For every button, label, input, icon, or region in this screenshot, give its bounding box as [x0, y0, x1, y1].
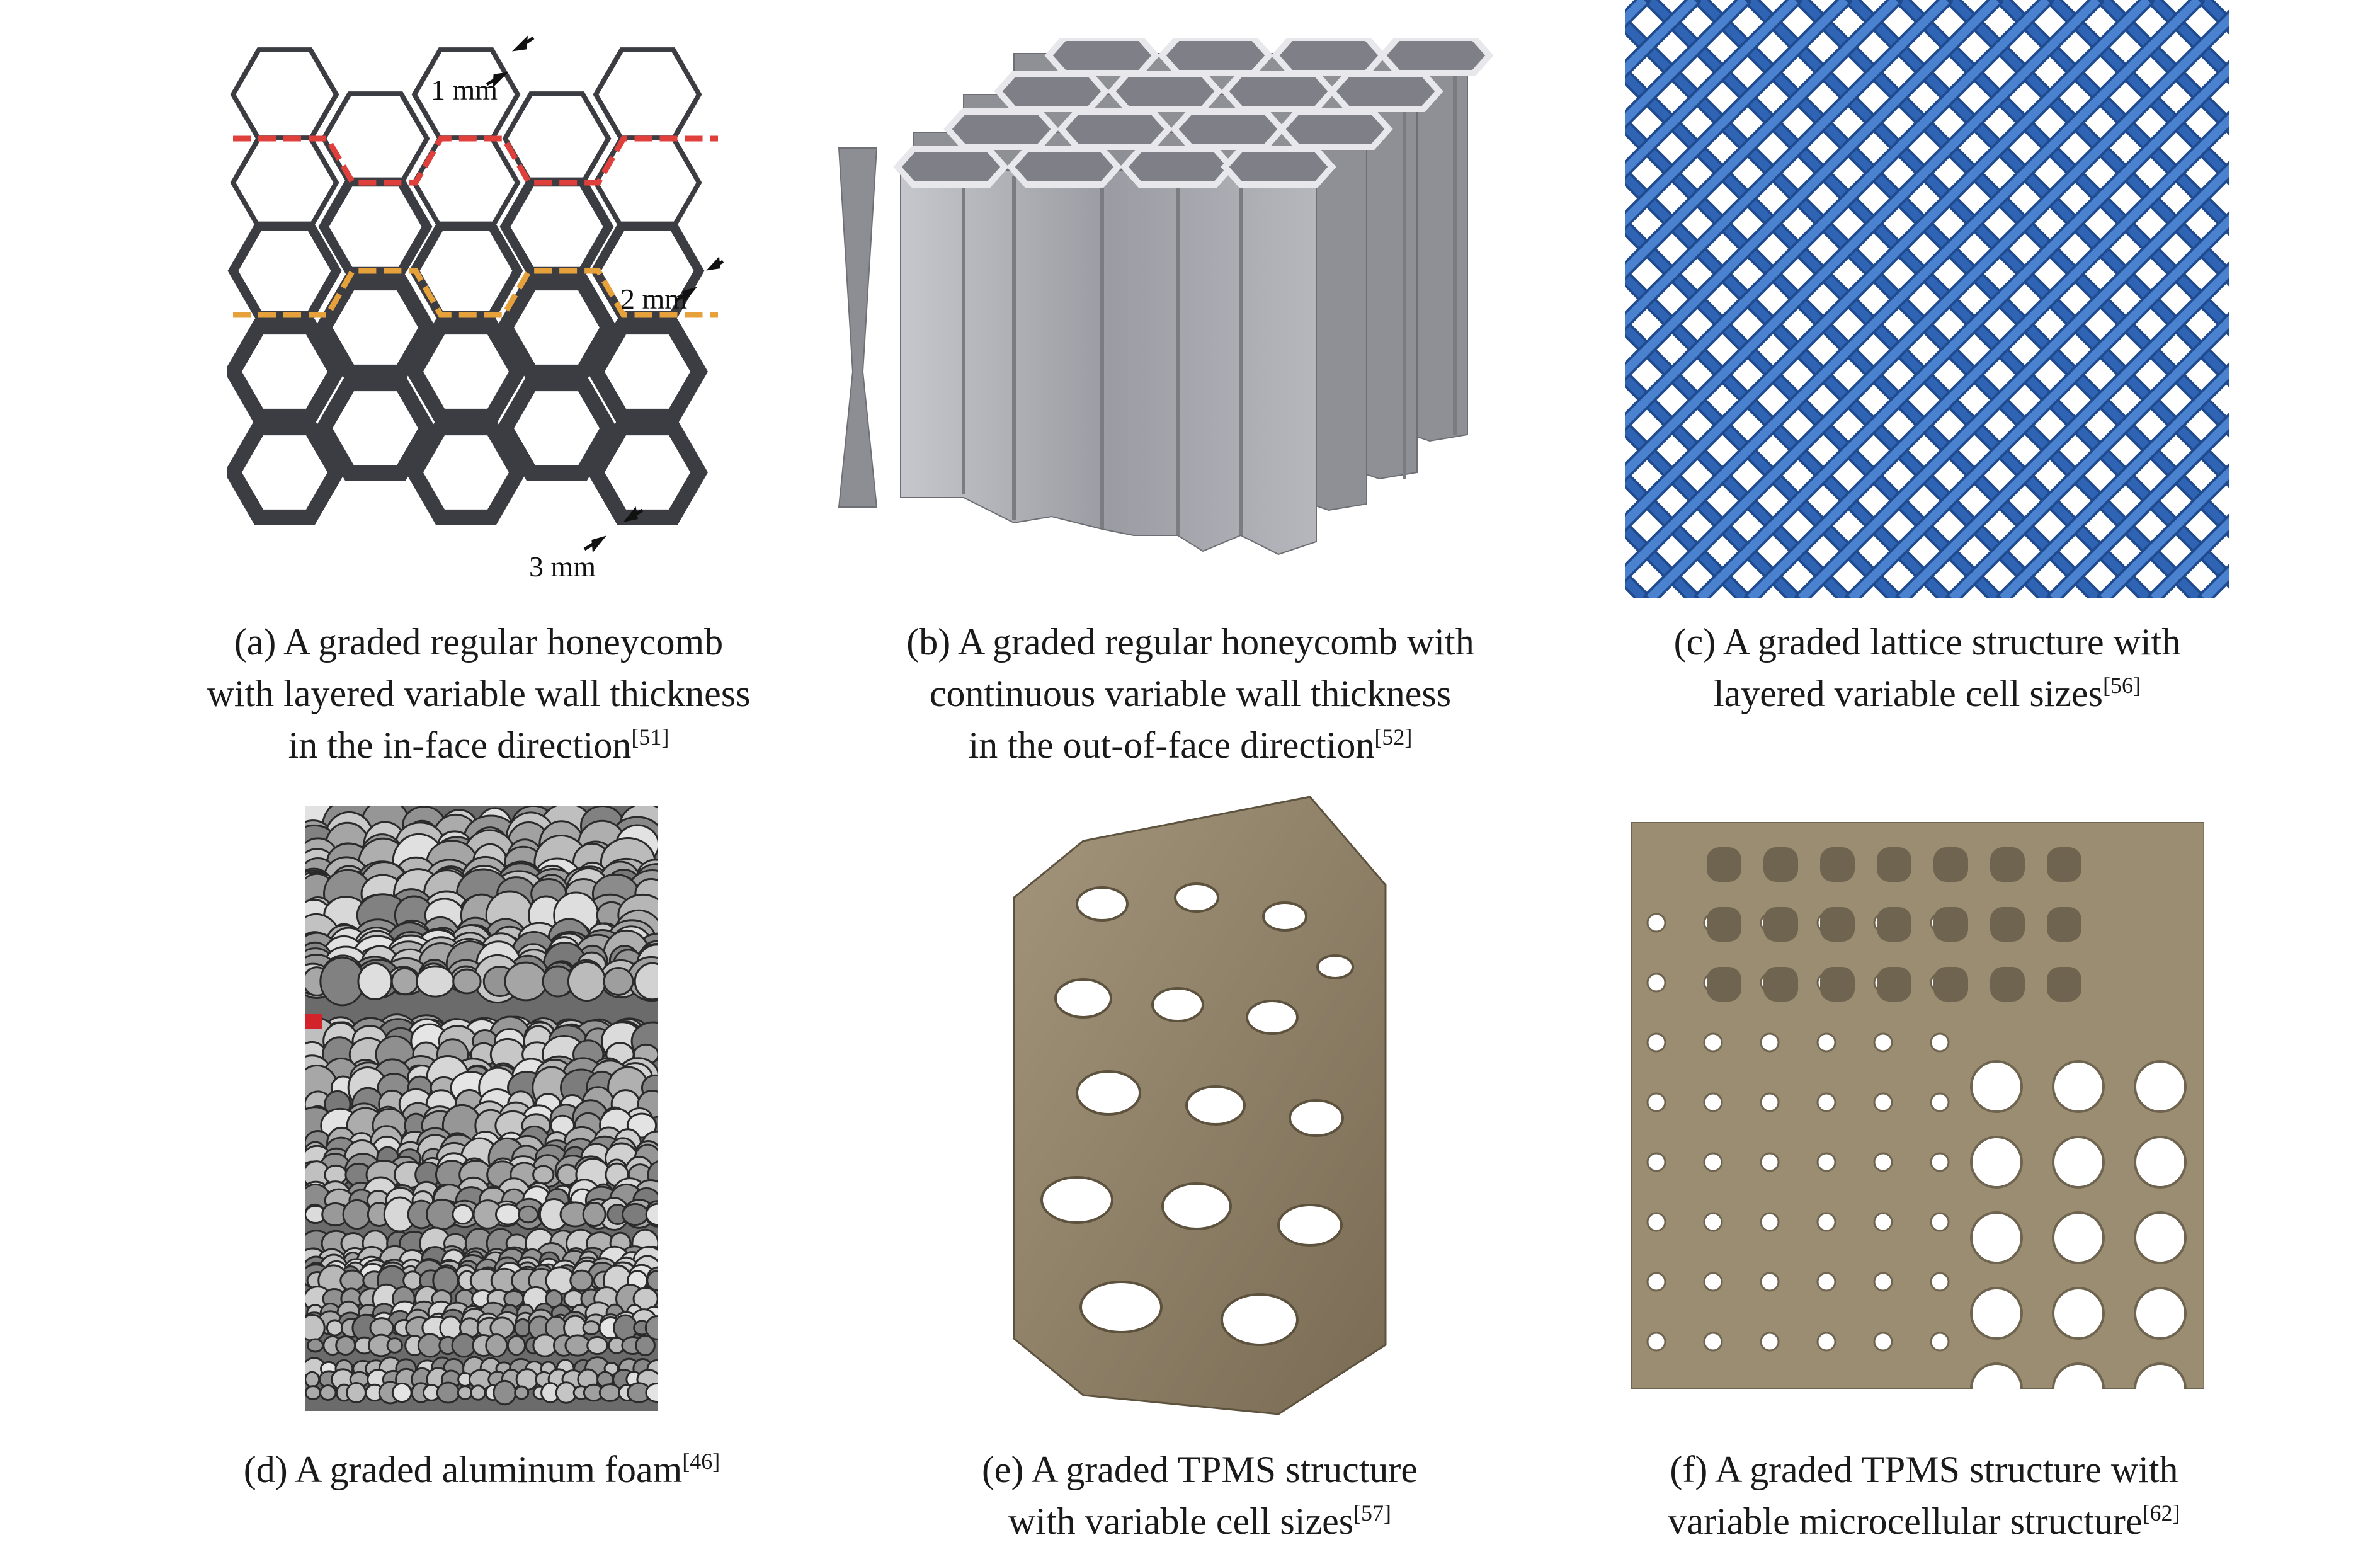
caption-c: (c) A graded lattice structure with laye…: [1593, 616, 2261, 719]
hex-opening: [1044, 38, 1160, 76]
hex-opening: [1271, 38, 1387, 76]
hex-opening: [1057, 108, 1173, 150]
caption-d: (d) A graded aluminum foam[46]: [151, 1444, 812, 1495]
caption-e-line2: with variable cell sizes: [1008, 1500, 1354, 1542]
aluminum-foam-figure: [305, 806, 658, 1411]
hex-opening: [1006, 146, 1122, 188]
hex-opening: [1328, 71, 1443, 112]
caption-d-line1: (d) A graded aluminum foam: [243, 1449, 683, 1490]
ref-c: [56]: [2103, 673, 2141, 698]
hex-opening: [1107, 71, 1223, 112]
panel-c-lattice-image: [1625, 0, 2229, 598]
lattice-figure: [1625, 0, 2229, 598]
hex-opening: [1170, 108, 1286, 150]
panel-d-foam-image: [305, 806, 658, 1411]
caption-f-line1: (f) A graded TPMS structure with: [1670, 1449, 2178, 1490]
extruded-honeycomb-figure: [838, 38, 1494, 556]
tpms-pore: [1076, 1070, 1141, 1116]
hex-opening: [1158, 38, 1273, 76]
tapered-wall-section: [838, 147, 878, 508]
tpms-pore: [1185, 1085, 1246, 1126]
tpms-pore: [1277, 1204, 1343, 1247]
tpms-pore: [1040, 1176, 1113, 1224]
caption-c-line1: (c) A graded lattice structure with: [1673, 621, 2181, 663]
caption-c-line2: layered variable cell sizes: [1714, 673, 2103, 714]
hex-opening: [1277, 108, 1393, 150]
dim-label-2mm: 2 mm: [620, 283, 687, 315]
thickness-arrows: [486, 35, 724, 553]
tpms-pore: [1054, 978, 1112, 1019]
honeycomb-figure: 1 mm 2 mm 3 mm: [227, 35, 724, 583]
tpms-pore: [1289, 1099, 1344, 1137]
hex-opening: [943, 108, 1059, 150]
ref-d: [46]: [682, 1449, 720, 1474]
caption-b: (b) A graded regular honeycomb with cont…: [844, 616, 1537, 771]
dim-label-3mm: 3 mm: [529, 551, 596, 583]
panel-e-tpms-image: [1008, 791, 1392, 1427]
caption-a-line3: in the in-face direction: [288, 724, 632, 766]
tpms-pore: [1316, 954, 1354, 979]
ref-f: [62]: [2142, 1500, 2180, 1526]
caption-f: (f) A graded TPMS structure with variabl…: [1587, 1444, 2261, 1547]
tpms-pore: [1161, 1182, 1232, 1230]
tpms-pore: [1174, 882, 1219, 913]
red-layer-boundary: [233, 135, 718, 186]
hex-opening: [1120, 146, 1236, 188]
tpms-pore: [1246, 1000, 1299, 1035]
ref-e: [57]: [1353, 1500, 1392, 1526]
caption-b-line2: continuous variable wall thickness: [929, 673, 1452, 714]
panel-f-tpms-microcellular-image: [1631, 822, 2204, 1389]
caption-e: (e) A graded TPMS structure with variabl…: [869, 1444, 1530, 1547]
caption-a: (a) A graded regular honeycomb with laye…: [145, 616, 812, 771]
ref-a: [51]: [631, 724, 669, 750]
hex-opening: [1378, 38, 1494, 76]
hex-opening: [1221, 146, 1336, 188]
orange-layer-boundary: [233, 268, 718, 318]
panel-a-honeycomb-image: 1 mm 2 mm 3 mm: [227, 19, 724, 586]
dim-label-1mm: 1 mm: [431, 74, 498, 106]
tpms-pore: [1079, 1281, 1163, 1333]
caption-e-line1: (e) A graded TPMS structure: [981, 1449, 1418, 1490]
caption-a-line1: (a) A graded regular honeycomb: [234, 621, 724, 663]
ref-b: [52]: [1374, 724, 1413, 750]
tpms-microcellular-figure: [1631, 822, 2204, 1389]
tpms-pore: [1076, 886, 1129, 922]
hex-opening: [1221, 71, 1336, 112]
caption-b-line1: (b) A graded regular honeycomb with: [906, 621, 1474, 663]
caption-f-line2: variable microcellular structure: [1668, 1500, 2143, 1542]
tpms-figure: [1013, 796, 1387, 1415]
tpms-pore: [1221, 1293, 1299, 1346]
caption-b-line3: in the out-of-face direction: [968, 724, 1375, 766]
hex-opening: [994, 71, 1110, 112]
caption-a-line2: with layered variable wall thickness: [207, 673, 751, 714]
hex-opening: [893, 146, 1009, 188]
tpms-pore: [1151, 987, 1204, 1022]
panel-b-extruded-honeycomb-image: [838, 38, 1530, 592]
red-marker: [305, 1014, 322, 1029]
extrusion-front-face: [900, 169, 1317, 556]
tpms-pore: [1262, 901, 1307, 932]
